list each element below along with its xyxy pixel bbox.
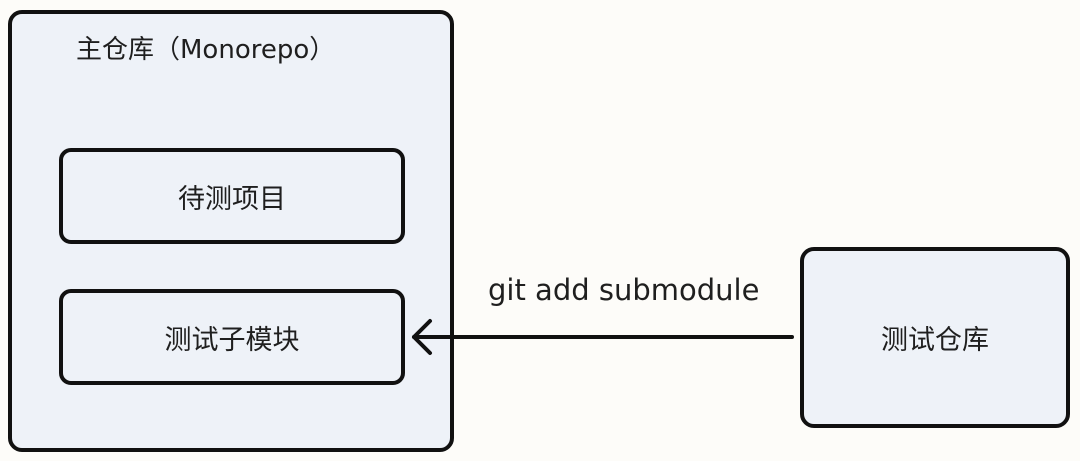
arrow-head <box>412 319 432 355</box>
test-submodule-label: 测试子模块 <box>164 324 300 356</box>
test-submodule-box: 测试子模块 <box>59 289 405 385</box>
main-repo-title: 主仓库（Monorepo） <box>76 35 336 65</box>
test-repo-label: 测试仓库 <box>881 325 989 356</box>
arrow-label: git add submodule <box>488 273 760 307</box>
test-repo-box: 测试仓库 <box>800 247 1070 428</box>
project-under-test-label: 待测项目 <box>178 183 286 215</box>
project-under-test-box: 待测项目 <box>59 148 405 244</box>
